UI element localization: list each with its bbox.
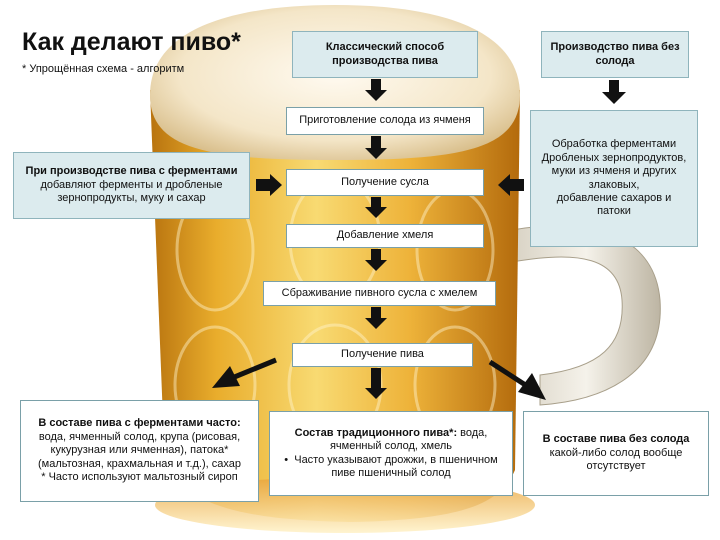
traditional-composition-notes: Часто указывают дрожжи, в пшеничном пиве… bbox=[274, 454, 508, 481]
enzymes-composition-text: вода, ячменный солод, крупа (рисовая, ку… bbox=[38, 430, 241, 470]
arrow-right-enzymes bbox=[256, 174, 282, 196]
no-malt-composition: В составе пива без солода какой-либо сол… bbox=[523, 411, 709, 496]
step-hops-label: Добавление хмеля bbox=[336, 229, 434, 242]
no-malt-process-line-1: Обработка ферментами bbox=[551, 138, 677, 151]
arrow-left-no-malt bbox=[498, 174, 524, 196]
no-malt-header: Производство пива без солода bbox=[541, 31, 689, 78]
arrow-diagonal-right bbox=[488, 359, 546, 400]
no-malt-process-line-6: патоки bbox=[597, 205, 631, 218]
classic-method-header-text: Классический способ производства пива bbox=[325, 41, 445, 67]
no-malt-process-line-5: добавление сахаров и bbox=[556, 191, 672, 204]
no-malt-process: Обработка ферментами Дробленых зернопрод… bbox=[530, 110, 698, 247]
step-wort: Получение сусла bbox=[286, 169, 484, 196]
arrow-down-no-malt bbox=[602, 80, 626, 104]
step-fermentation: Сбраживание пивного сусла с хмелем bbox=[263, 281, 496, 306]
arrow-down-6 bbox=[365, 368, 387, 399]
traditional-composition-heading: Состав традиционного пива*: вода, ячменн… bbox=[274, 427, 508, 454]
arrow-diagonal-left bbox=[212, 357, 277, 388]
page-title: Как делают пиво* bbox=[22, 28, 241, 56]
enzymes-process: При производстве пива с ферментами добав… bbox=[13, 152, 250, 219]
step-malt-preparation-label: Приготовление солода из ячменя bbox=[299, 114, 471, 127]
no-malt-composition-title: В составе пива без солода bbox=[542, 433, 690, 446]
step-beer-result: Получение пива bbox=[292, 343, 473, 367]
no-malt-process-line-3: муки из ячменя и других bbox=[551, 165, 677, 178]
arrow-down-4 bbox=[365, 249, 387, 271]
enzymes-composition-note: * Часто используют мальтозный сироп bbox=[41, 471, 238, 484]
traditional-composition: Состав традиционного пива*: вода, ячменн… bbox=[269, 411, 513, 496]
step-wort-label: Получение сусла bbox=[341, 175, 429, 188]
enzymes-composition-title: В составе пива с ферментами часто: bbox=[38, 417, 241, 430]
step-malt-preparation: Приготовление солода из ячменя bbox=[286, 107, 484, 135]
arrow-down-3 bbox=[365, 197, 387, 218]
enzymes-process-title: При производстве пива с ферментами bbox=[25, 165, 238, 178]
classic-method-header: Классический способ производства пива bbox=[292, 31, 478, 78]
no-malt-header-text: Производство пива без солода bbox=[550, 41, 680, 67]
no-malt-process-line-2: Дробленых зернопродуктов, bbox=[541, 151, 687, 164]
arrow-down-2 bbox=[365, 136, 387, 159]
traditional-composition-note: Часто указывают дрожжи, в пшеничном пиве… bbox=[274, 454, 508, 481]
enzymes-process-text: добавляют ферменты и дробленые зернопрод… bbox=[40, 178, 223, 205]
step-beer-result-label: Получение пива bbox=[341, 348, 424, 361]
no-malt-composition-text: какой-либо солод вообще отсутствует bbox=[549, 446, 683, 473]
step-fermentation-label: Сбраживание пивного сусла с хмелем bbox=[281, 286, 478, 299]
step-hops: Добавление хмеля bbox=[286, 224, 484, 248]
traditional-composition-title: Состав традиционного пива*: bbox=[294, 426, 458, 439]
mug-handle bbox=[511, 225, 661, 406]
traditional-composition-text: вода, ячменный солод, хмель bbox=[329, 426, 488, 453]
no-malt-process-line-4: злаковых, bbox=[588, 178, 640, 191]
arrow-down-5 bbox=[365, 307, 387, 329]
arrow-down-1 bbox=[365, 79, 387, 101]
page-subtitle: * Упрощённая схема - алгоритм bbox=[22, 63, 185, 75]
enzymes-composition: В составе пива с ферментами часто: вода,… bbox=[20, 400, 259, 502]
